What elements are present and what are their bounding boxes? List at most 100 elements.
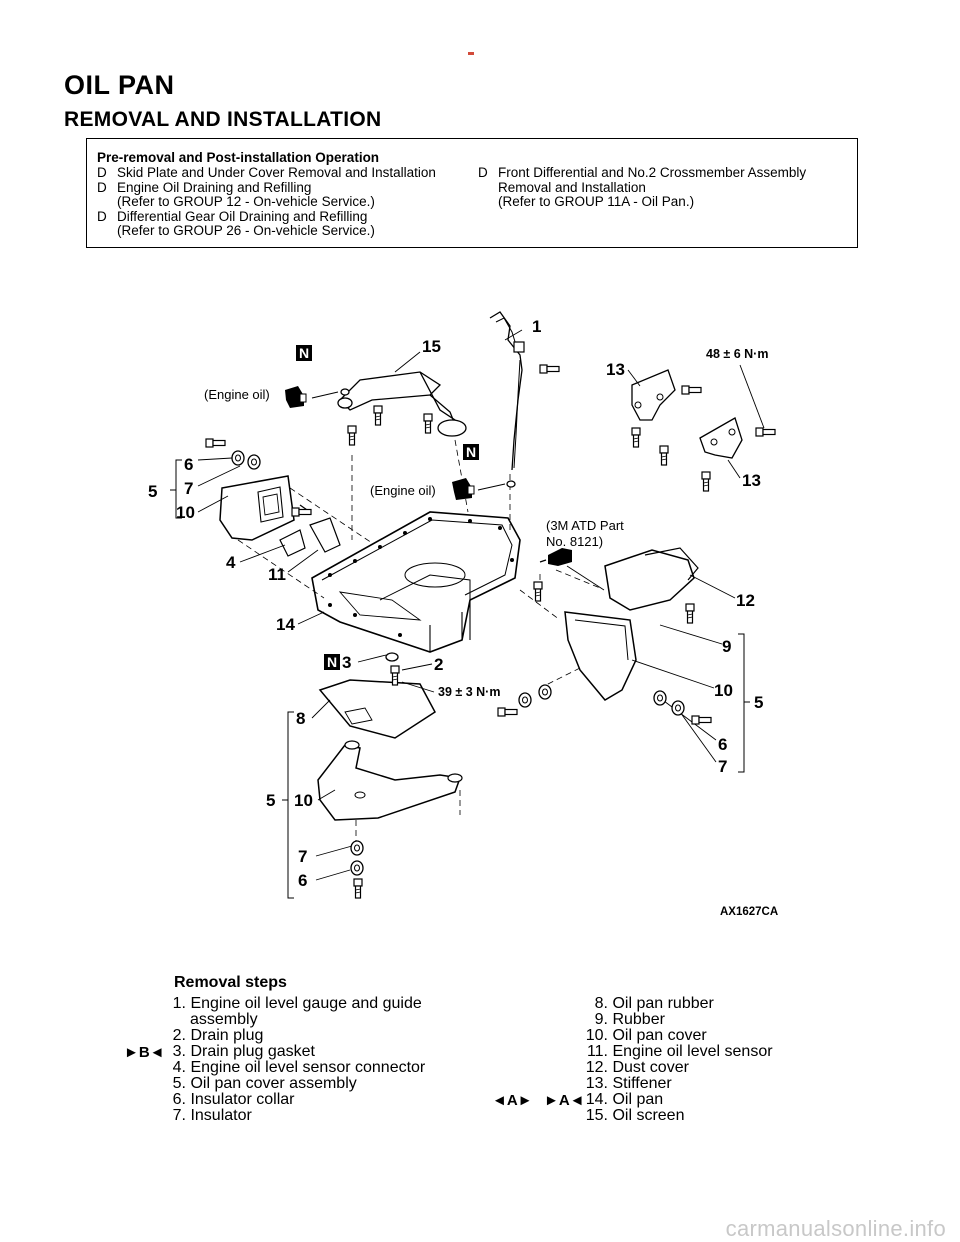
callout-label: 2 [434, 655, 443, 674]
callout-label: 10 [294, 791, 313, 810]
step-text: Drain plug [190, 1027, 264, 1044]
n-mark: N [324, 654, 340, 670]
callout-label: 6 [298, 871, 307, 890]
pre-removal-left-column: D Skid Plate and Under Cover Removal and… [97, 165, 467, 239]
oil-can-icon [452, 478, 475, 500]
callout-label: 7 [718, 757, 727, 776]
engine-oil-note: (Engine oil) [370, 483, 436, 498]
step-number: 6. [172, 1091, 186, 1108]
step-text: Rubber [612, 1011, 665, 1028]
torque-spec: 39 ± 3 N·m [438, 685, 500, 699]
callout-label: 13 [606, 360, 625, 379]
step-text: Oil pan [612, 1091, 664, 1108]
step-text: Engine oil level sensor connector [190, 1059, 426, 1076]
oil-can-icon [285, 386, 307, 408]
callout-label: 9 [722, 637, 731, 656]
callout-label: 5 [148, 482, 157, 501]
n-mark: N [463, 444, 479, 460]
pre-removal-item-text: Front Differential and No.2 Crossmember … [498, 165, 807, 195]
step-text: Drain plug gasket [190, 1043, 315, 1060]
pre-removal-box: Pre-removal and Post-installation Operat… [86, 138, 858, 248]
removal-step: 11. Engine oil level sensor [582, 1044, 773, 1060]
step-number: 11. [586, 1043, 608, 1060]
removal-steps-heading: Removal steps [174, 974, 287, 991]
pre-removal-item-ref: (Refer to GROUP 11A - Oil Pan.) [498, 194, 695, 209]
removal-step: 7. Insulator [166, 1108, 252, 1124]
removal-step: assembly [190, 1012, 258, 1028]
callout-label: 5 [754, 693, 763, 712]
removal-step: 1. Engine oil level gauge and guide [166, 996, 422, 1012]
step-text: Engine oil level sensor [612, 1043, 773, 1060]
step-text: Oil pan cover [612, 1027, 707, 1044]
removal-step: 8. Oil pan rubber [582, 996, 714, 1012]
watermark-link[interactable]: carmanualsonline.info [725, 1216, 946, 1241]
removal-step: 15. Oil screen [582, 1107, 685, 1124]
pre-removal-item: D Skid Plate and Under Cover Removal and… [97, 165, 467, 181]
pre-removal-item-ref: (Refer to GROUP 12 - On-vehicle Service.… [117, 194, 375, 209]
engine-oil-note: (Engine oil) [204, 387, 270, 402]
sub-title: REMOVAL AND INSTALLATION [64, 108, 382, 131]
step-number: 13. [585, 1075, 608, 1092]
pre-removal-heading: Pre-removal and Post-installation Operat… [97, 150, 380, 165]
removal-step: 6. Insulator collar [166, 1092, 295, 1108]
callout-label: 14 [276, 615, 295, 634]
bullet: D [97, 208, 107, 224]
removal-step: 5. Oil pan cover assembly [166, 1076, 357, 1092]
step-text: Oil pan rubber [612, 995, 714, 1012]
step-text: Engine oil level gauge and guide [190, 995, 422, 1012]
step-text: Insulator collar [190, 1091, 295, 1108]
step-text: Stiffener [612, 1075, 672, 1092]
pre-removal-item-text: Engine Oil Draining and Refilling [117, 179, 312, 195]
callout-label: 11 [268, 565, 286, 584]
svg-text:N: N [466, 444, 476, 460]
pre-removal-item: D Front Differential and No.2 Crossmembe… [478, 165, 858, 210]
step-text: Dust cover [612, 1059, 689, 1076]
pre-removal-item: D Differential Gear Oil Draining and Ref… [97, 208, 467, 239]
callout-label: 6 [718, 735, 727, 754]
step-number: 15. [585, 1107, 608, 1124]
removal-step: 9. Rubber [582, 1012, 665, 1028]
bullet: D [97, 165, 107, 180]
service-point-mark-a-left: ◄A► [492, 1092, 533, 1109]
removal-step: 13. Stiffener [582, 1076, 672, 1092]
step-text: Oil pan cover assembly [190, 1075, 357, 1092]
sealant-note: (3M ATD Part [546, 518, 624, 533]
step-number: 9. [594, 1011, 608, 1028]
callout-label: 7 [298, 847, 307, 866]
callout-label: 15 [422, 337, 441, 356]
service-point-mark-b: ►B◄ [124, 1044, 165, 1061]
figure-code: AX1627CA [720, 906, 778, 918]
callout-label: 13 [742, 471, 761, 490]
step-number: 14. [585, 1091, 608, 1108]
removal-step: 14. Oil pan [582, 1092, 663, 1108]
bullet: D [97, 179, 107, 195]
sealant-tube-icon [539, 548, 572, 566]
bullet: D [478, 165, 488, 180]
step-number: 12. [585, 1059, 608, 1076]
removal-step: 4. Engine oil level sensor connector [166, 1059, 426, 1076]
section-title: OIL PAN [64, 70, 175, 100]
top-red-mark [468, 52, 474, 55]
step-number: 7. [172, 1107, 186, 1124]
step-number: 1. [172, 995, 186, 1012]
step-number: 2. [172, 1027, 186, 1044]
pre-removal-right-column: D Front Differential and No.2 Crossmembe… [478, 165, 858, 210]
n-mark: N [296, 345, 312, 361]
callout-label: 4 [226, 553, 236, 572]
step-number: 4. [172, 1059, 186, 1076]
removal-step: 12. Dust cover [582, 1060, 689, 1076]
pre-removal-item-text: Skid Plate and Under Cover Removal and I… [117, 165, 436, 180]
step-number: 5. [172, 1075, 186, 1092]
sealant-note: No. 8121) [546, 534, 603, 549]
callout-label: 5 [266, 791, 275, 810]
callout-label: 3 [342, 653, 351, 672]
pre-removal-item-text: Differential Gear Oil Draining and Refil… [117, 208, 368, 224]
removal-step: 10. Oil pan cover [582, 1028, 707, 1044]
callout-label: 12 [736, 591, 755, 610]
torque-spec: 48 ± 6 N·m [706, 347, 768, 361]
callout-label: 6 [184, 455, 193, 474]
callout-label: 10 [176, 503, 195, 522]
step-text: Oil screen [612, 1107, 685, 1124]
svg-text:N: N [299, 345, 309, 361]
